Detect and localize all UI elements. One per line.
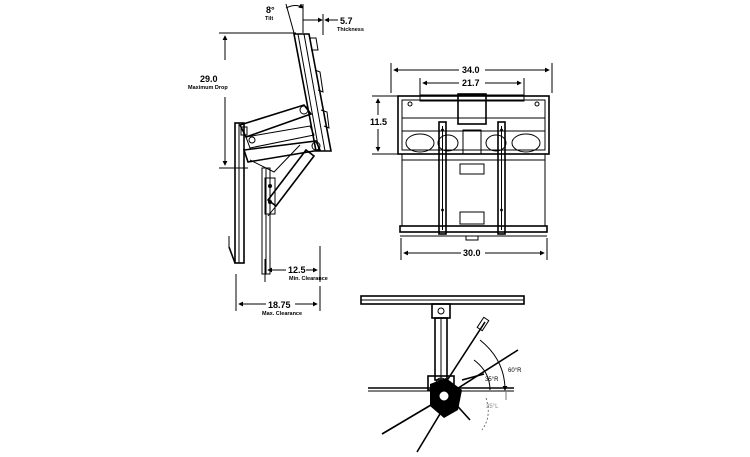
tilt-value: 8°: [266, 5, 275, 15]
max-drop-label: Maximum Drop: [188, 85, 228, 91]
tilt-label: Tilt: [265, 16, 273, 22]
min-clearance-label: Min. Clearance: [289, 276, 328, 282]
thickness-dimension: 5.7 Thickness: [303, 14, 364, 35]
width-overall-dimension: 34.0: [390, 63, 553, 93]
max-clearance-value: 18.75: [268, 300, 291, 310]
width-overall-value: 34.0: [462, 65, 480, 75]
front-lower-plate: [399, 154, 548, 241]
min-clearance-dimension: 12.5 Min. Clearance: [264, 246, 328, 282]
swivel-angle-arcs: 60°R 35°R 35°L: [473, 339, 522, 431]
front-arm-housing: [397, 93, 550, 155]
top-pivot-cluster: [430, 378, 471, 421]
top-mount-block: [431, 303, 451, 319]
width-inner-dimension: 21.7: [419, 78, 525, 95]
min-clearance-value: 12.5: [288, 265, 306, 275]
wall-plate: [228, 122, 271, 275]
top-view: 60°R 35°R 35°L: [360, 295, 525, 453]
height-value: 11.5: [370, 117, 387, 127]
front-view: 34.0 21.7 11.5: [370, 63, 553, 260]
angle-right-label: 60°R: [508, 368, 522, 374]
width-bottom-value: 30.0: [463, 248, 481, 258]
top-tv-swivel-right: [445, 316, 519, 393]
tv-brackets: [438, 121, 506, 235]
side-view: 8° Tilt 5.7 Thickness 29.0 Maximum Drop: [188, 3, 364, 317]
width-bottom-dimension: 30.0: [400, 238, 548, 260]
width-inner-value: 21.7: [462, 78, 480, 88]
max-clearance-label: Max. Clearance: [262, 311, 302, 317]
max-clearance-dimension: 18.75 Max. Clearance: [235, 274, 321, 317]
max-drop-value: 29.0: [200, 74, 218, 84]
arm-assembly: [238, 104, 322, 230]
thickness-label: Thickness: [337, 27, 364, 33]
tilt-dimension: 8° Tilt: [265, 3, 304, 34]
tv-panel: [293, 33, 332, 152]
angle-left-label: 35°L: [486, 404, 499, 410]
height-dimension: 11.5: [370, 95, 398, 155]
thickness-value: 5.7: [340, 16, 353, 26]
max-drop-dimension: 29.0 Maximum Drop: [188, 32, 296, 169]
angle-mid-label: 35°R: [485, 377, 499, 383]
